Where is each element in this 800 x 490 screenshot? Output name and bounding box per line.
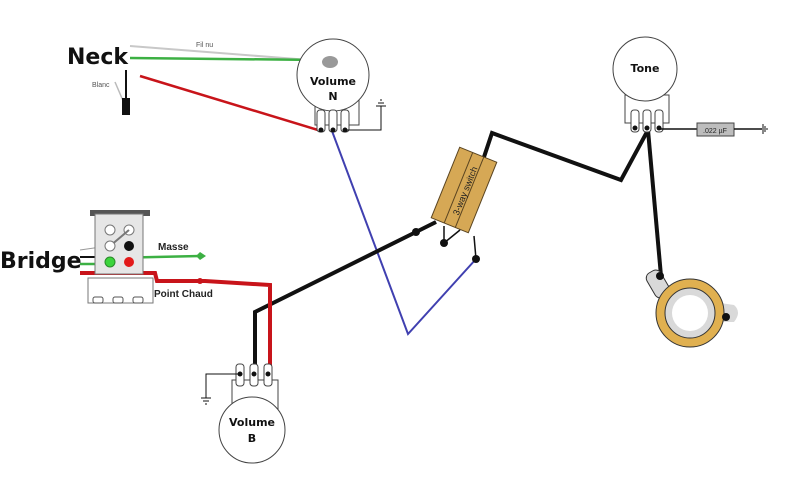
volume-b-label-2: B	[248, 432, 256, 445]
ground-icon	[201, 397, 211, 405]
ground-icon	[376, 99, 386, 107]
bridge-pickup	[87, 210, 154, 304]
volume-n-label-1: Volume	[310, 75, 356, 88]
hot-arrow-node	[197, 278, 203, 284]
ground-icon	[762, 124, 768, 134]
tone-label: Tone	[631, 62, 660, 75]
switch-to-tone-wire	[480, 129, 650, 183]
blue-wire	[331, 130, 477, 336]
masse-arrow	[196, 252, 206, 260]
volume-b-pot[interactable]	[201, 363, 286, 464]
volume-b-label-1: Volume	[229, 416, 275, 429]
neck-black-terminal	[122, 98, 130, 115]
blanc-label: Blanc	[92, 82, 110, 89]
three-way-switch[interactable]	[412, 146, 498, 263]
masse-label: Masse	[158, 242, 189, 253]
volume-n-pot[interactable]	[296, 38, 386, 133]
fil-nu-label: Fil nu	[196, 42, 213, 49]
volume-n-label-2: N	[328, 90, 337, 103]
tone-pot[interactable]	[612, 36, 768, 137]
neck-label: Neck	[67, 45, 129, 70]
volb-to-switch-wire	[253, 220, 437, 372]
neck-green-wire	[129, 56, 321, 62]
neck-hot-wire	[139, 74, 319, 132]
tone-to-jack-wire	[646, 129, 663, 277]
pot-shaft	[322, 56, 338, 68]
bridge-label: Bridge	[0, 249, 82, 274]
point-chaud-label: Point Chaud	[154, 289, 213, 300]
output-jack[interactable]	[644, 268, 738, 348]
capacitor-label: .022 µF	[703, 128, 727, 135]
